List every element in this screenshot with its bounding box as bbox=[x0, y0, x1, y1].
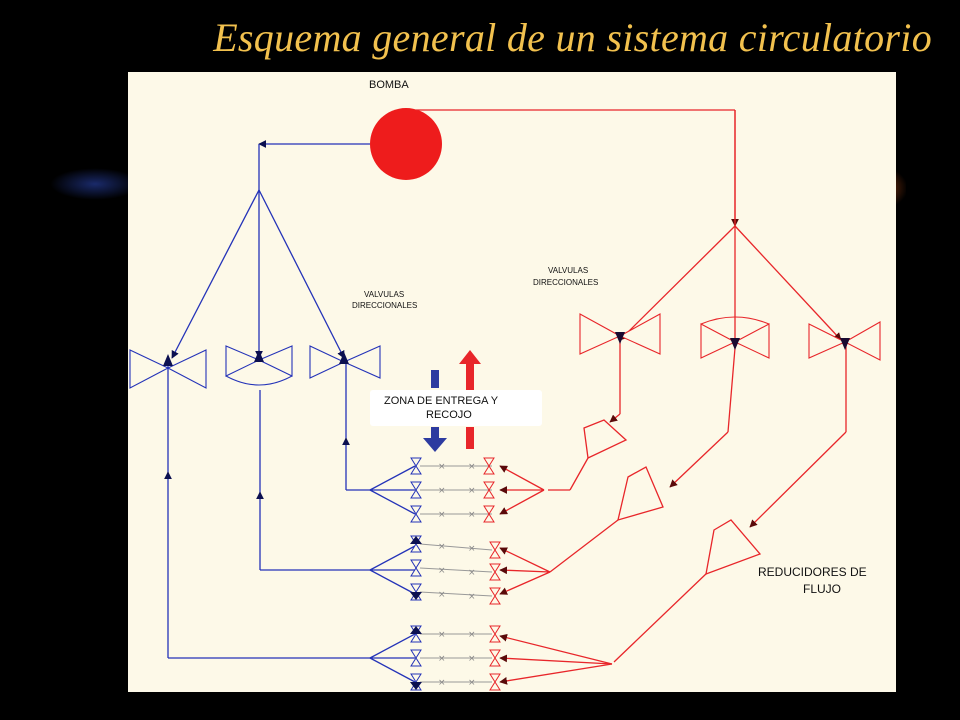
delivery-rows: × × × × × × × × × × × × × × × × × × bbox=[410, 457, 501, 691]
red-valve-3-left bbox=[808, 323, 847, 359]
blue-valve-1-left bbox=[129, 349, 170, 389]
valves-right-label-line2: DIRECCIONALES bbox=[533, 278, 598, 287]
reducers-label-line2: FLUJO bbox=[803, 582, 841, 596]
up-arrow-icon bbox=[459, 350, 481, 364]
page-title: Esquema general de un sistema circulator… bbox=[213, 15, 932, 60]
return-lines bbox=[164, 140, 416, 683]
blue-valve-3-left bbox=[309, 345, 346, 379]
svg-text:×: × bbox=[438, 678, 446, 688]
zone-label-line1: ZONA DE ENTREGA Y bbox=[384, 395, 499, 407]
flow-reducer-3 bbox=[705, 519, 762, 576]
svg-text:×: × bbox=[438, 654, 446, 664]
reducers-label-line1: REDUCIDORES DE bbox=[758, 565, 867, 579]
red-directional-valves bbox=[579, 313, 881, 361]
svg-text:×: × bbox=[438, 486, 446, 496]
decorative-glow-left bbox=[50, 168, 140, 200]
zone-label-line2: RECOJO bbox=[426, 409, 472, 421]
svg-text:×: × bbox=[468, 678, 476, 688]
zone-box bbox=[370, 390, 542, 426]
pump-circle bbox=[370, 108, 442, 180]
flow-reducers bbox=[583, 419, 762, 576]
red-valve-1-left bbox=[579, 313, 622, 355]
blue-directional-valves bbox=[129, 345, 381, 389]
svg-text:×: × bbox=[468, 592, 476, 602]
svg-text:×: × bbox=[438, 566, 446, 576]
svg-text:×: × bbox=[468, 544, 476, 554]
down-arrow-top bbox=[431, 370, 439, 388]
zone-arrows bbox=[423, 350, 481, 452]
valves-left-label-line2: DIRECCIONALES bbox=[352, 301, 417, 310]
svg-text:×: × bbox=[468, 510, 476, 520]
supply-lines bbox=[416, 109, 847, 685]
flow-reducer-1 bbox=[583, 419, 628, 459]
valves-left-label-line1: VALVULAS bbox=[364, 290, 404, 299]
flow-reducer-2 bbox=[617, 466, 664, 521]
svg-text:×: × bbox=[468, 462, 476, 472]
svg-text:×: × bbox=[438, 542, 446, 552]
valves-right-label-line1: VALVULAS bbox=[548, 266, 588, 275]
svg-text:×: × bbox=[468, 486, 476, 496]
svg-text:×: × bbox=[468, 630, 476, 640]
circulation-diagram: BOMBA bbox=[128, 72, 896, 692]
svg-text:×: × bbox=[438, 630, 446, 640]
blue-valve-2-left bbox=[225, 345, 261, 377]
red-valve-2-left bbox=[700, 323, 737, 359]
diagram-svg: BOMBA bbox=[129, 79, 881, 691]
svg-text:×: × bbox=[438, 510, 446, 520]
svg-text:×: × bbox=[438, 590, 446, 600]
svg-text:×: × bbox=[438, 462, 446, 472]
svg-text:×: × bbox=[468, 568, 476, 578]
pump-label: BOMBA bbox=[369, 79, 409, 91]
svg-text:×: × bbox=[468, 654, 476, 664]
down-arrow-icon bbox=[423, 438, 447, 452]
